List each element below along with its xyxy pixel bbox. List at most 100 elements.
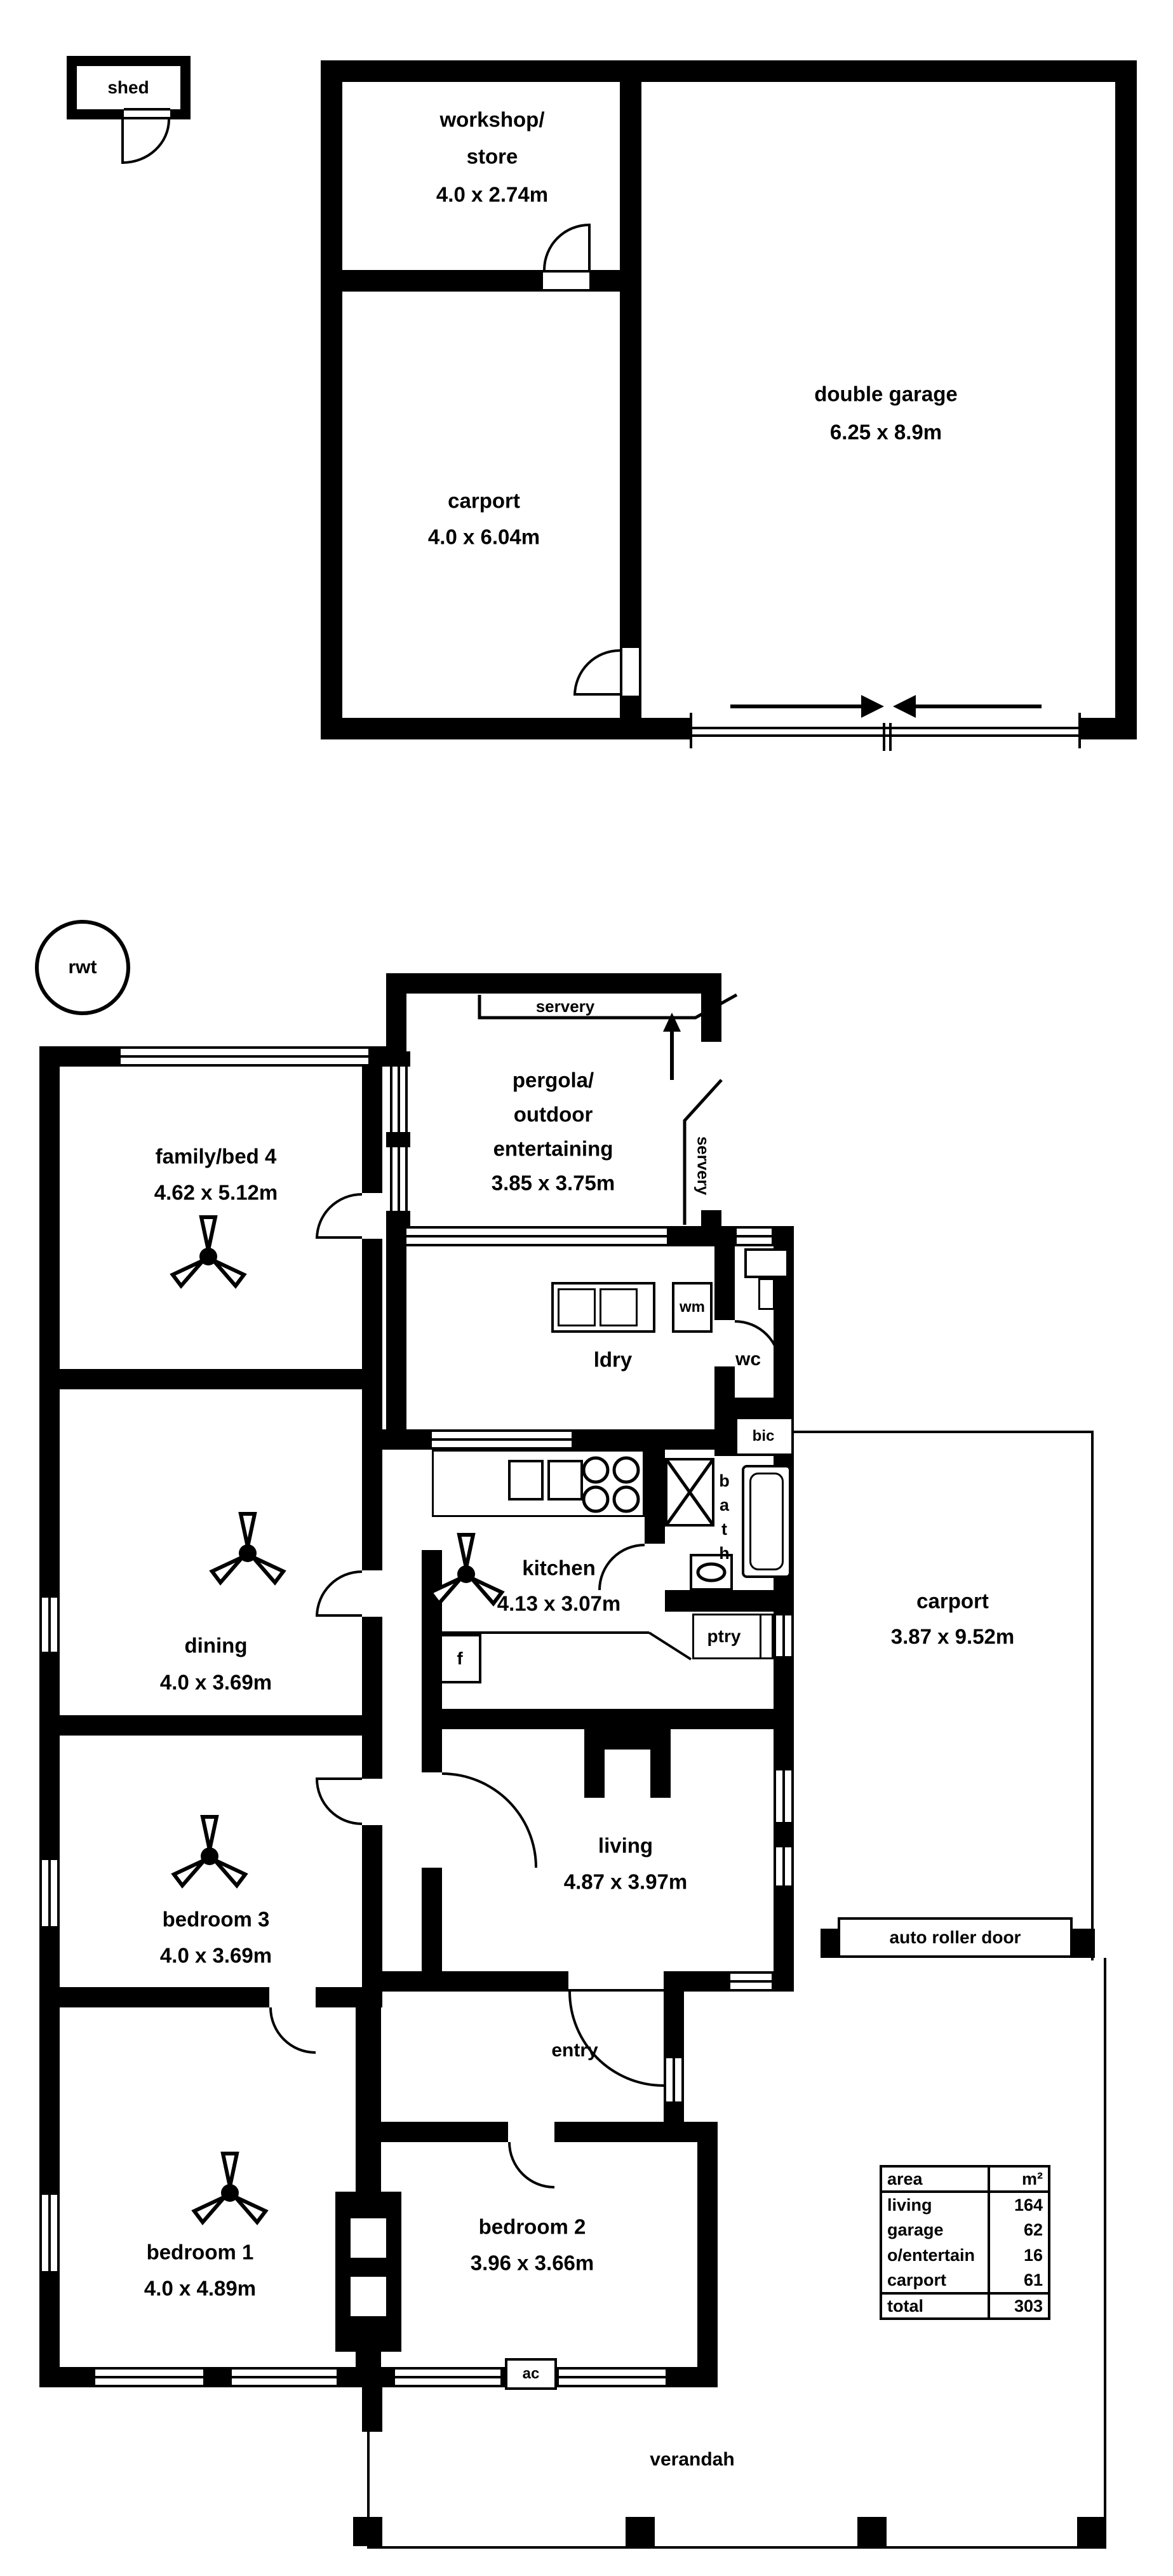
rainwater-tank: [35, 920, 130, 1015]
wall: [664, 1971, 730, 1992]
fridge-label: f: [457, 1649, 463, 1668]
roller-jamb: [1078, 713, 1081, 748]
workshop-label-line2: store: [466, 144, 518, 168]
verandah-post: [353, 2517, 382, 2546]
family-dims: 4.62 x 5.12m: [154, 1180, 278, 1204]
verandah-edge: [1104, 1958, 1106, 2549]
wall: [772, 1971, 794, 1992]
wall: [386, 973, 406, 1055]
pergola-post: [386, 1211, 410, 1226]
wall: [666, 2367, 718, 2387]
wall: [39, 1046, 121, 1067]
wall: [1080, 718, 1137, 739]
window: [39, 2195, 60, 2271]
bedroom1-label: bedroom 1: [146, 2240, 254, 2264]
bedroom2-door-arc: [508, 2142, 554, 2188]
wall: [697, 2122, 718, 2387]
kitchen-dims: 4.13 x 3.07m: [497, 1591, 621, 1615]
family-door-leaf: [316, 1236, 362, 1239]
wall: [316, 1987, 382, 2007]
auto-roller-door-label: auto roller door: [889, 1927, 1021, 1947]
wall: [321, 270, 543, 292]
laundry-trough-bowl: [558, 1288, 596, 1326]
fireplace-opening: [605, 1750, 650, 1798]
washing-machine: [672, 1282, 713, 1333]
wall: [39, 1652, 60, 1860]
row-value: 164: [988, 2192, 1049, 2217]
auto-roller-door: [838, 1917, 1073, 1958]
table-row: garage 62: [881, 2217, 1049, 2242]
window: [559, 2367, 666, 2387]
wall: [774, 1822, 794, 1847]
ceiling-fan-icon: [194, 2154, 265, 2222]
workshop-door-arc: [543, 224, 589, 270]
robe: [335, 2192, 401, 2352]
carport-garage-door-arc: [573, 649, 620, 696]
bedroom2-label: bedroom 2: [478, 2215, 586, 2239]
air-conditioner: [505, 2358, 557, 2390]
robe-opening: [351, 2277, 386, 2316]
window: [774, 1615, 794, 1656]
roller-center-mark: [889, 723, 892, 751]
window: [774, 1847, 794, 1885]
garage-dims: 6.25 x 8.9m: [829, 420, 942, 444]
wall: [386, 973, 721, 994]
window: [432, 1429, 572, 1450]
table-row: carport 61: [881, 2268, 1049, 2293]
dining-door-leaf: [316, 1614, 362, 1617]
pergola-post: [386, 1051, 410, 1067]
laundry-trough-bowl: [600, 1288, 638, 1326]
table-header-area: area: [881, 2166, 989, 2193]
wall: [321, 60, 1137, 82]
pergola-label-line2: outdoor: [513, 1102, 593, 1126]
roller-jamb: [690, 713, 692, 748]
laundry-label: ldry: [593, 1347, 633, 1372]
wall: [362, 2122, 508, 2142]
verandah-post: [1077, 2517, 1106, 2546]
living-dims: 4.87 x 3.97m: [563, 1870, 688, 1894]
table-total-row: total 303: [881, 2292, 1049, 2319]
fridge: [438, 1634, 481, 1683]
servery-counter: [478, 993, 738, 1020]
bedroom1-dims: 4.0 x 4.89m: [144, 2276, 257, 2300]
window: [664, 2058, 684, 2101]
bath-label: bath: [714, 1471, 734, 1568]
bedroom3-door-leaf: [316, 1777, 362, 1780]
table-header-row: area m²: [881, 2166, 1049, 2193]
family-door-arc: [316, 1193, 362, 1239]
total-label: total: [881, 2292, 989, 2319]
verandah-edge: [367, 2546, 1106, 2549]
window: [774, 1770, 794, 1822]
window: [39, 1598, 60, 1652]
front-door-leaf: [568, 1989, 664, 1992]
living-door-arc: [442, 1772, 537, 1868]
wall: [620, 60, 641, 648]
rwt-label: rwt: [68, 957, 97, 978]
wall: [382, 1971, 568, 1992]
ac-label: ac: [522, 2365, 540, 2382]
wall: [645, 1450, 665, 1544]
verandah-edge: [367, 2387, 370, 2549]
kitchen-bench-line: [442, 1631, 649, 1634]
bic-label: bic: [752, 1427, 775, 1445]
bedroom3-door-arc: [316, 1779, 362, 1825]
pergola-label-line3: entertaining: [493, 1136, 613, 1161]
workshop-dims: 4.0 x 2.74m: [436, 182, 549, 206]
wall: [337, 2367, 395, 2387]
wall: [554, 2122, 718, 2142]
wc-pan: [758, 1278, 775, 1310]
verandah-post: [626, 2517, 655, 2546]
dining-dims: 4.0 x 3.69m: [159, 1670, 272, 1694]
wall: [39, 1369, 382, 1389]
kitchen-sink: [547, 1460, 583, 1500]
wall: [362, 1067, 382, 1193]
wall: [321, 60, 342, 739]
wall: [422, 1868, 442, 1971]
shower: [665, 1458, 714, 1527]
bedroom2-dims: 3.96 x 3.66m: [470, 2251, 594, 2275]
window: [395, 2367, 500, 2387]
kitchen-sink: [508, 1460, 544, 1500]
table-row: o/entertain 16: [881, 2242, 1049, 2268]
wc-label: wc: [735, 1349, 761, 1370]
wall: [362, 1239, 382, 1570]
